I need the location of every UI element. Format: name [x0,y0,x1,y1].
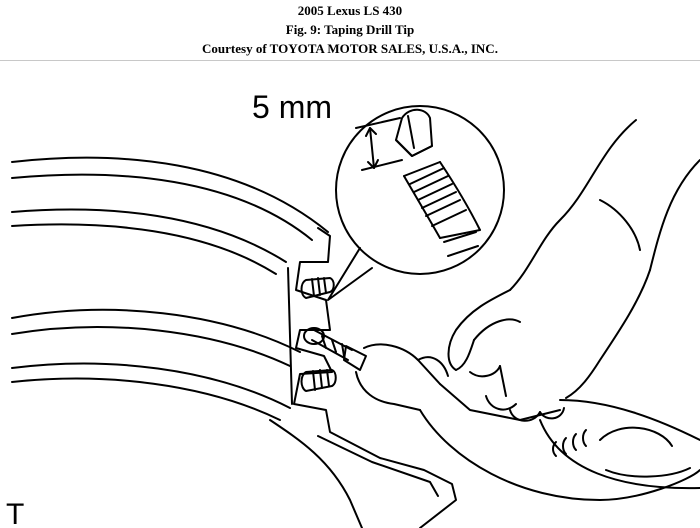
header-divider [0,60,700,61]
panel-edge-lines-lower [11,308,301,421]
vehicle-title: 2005 Lexus LS 430 [297,3,403,18]
dimension-label: 5 mm [252,89,332,125]
mounting-bracket [269,227,457,528]
panel-edge-lines-upper [11,156,329,275]
magnified-drill-tip [395,108,481,257]
dimension-marks [355,117,403,171]
drill-bit [311,329,367,371]
hand-holding-drill [447,119,700,422]
magnified-callout [327,105,505,301]
electric-drill [355,343,700,501]
figure-title: Fig. 9: Taping Drill Tip [285,22,415,37]
figure-caption: 2005 Lexus LS 430 Fig. 9: Taping Drill T… [0,0,700,58]
mounting-studs [300,277,337,392]
corner-mark: T [6,498,24,528]
courtesy-line: Courtesy of TOYOTA MOTOR SALES, U.S.A., … [202,41,498,56]
